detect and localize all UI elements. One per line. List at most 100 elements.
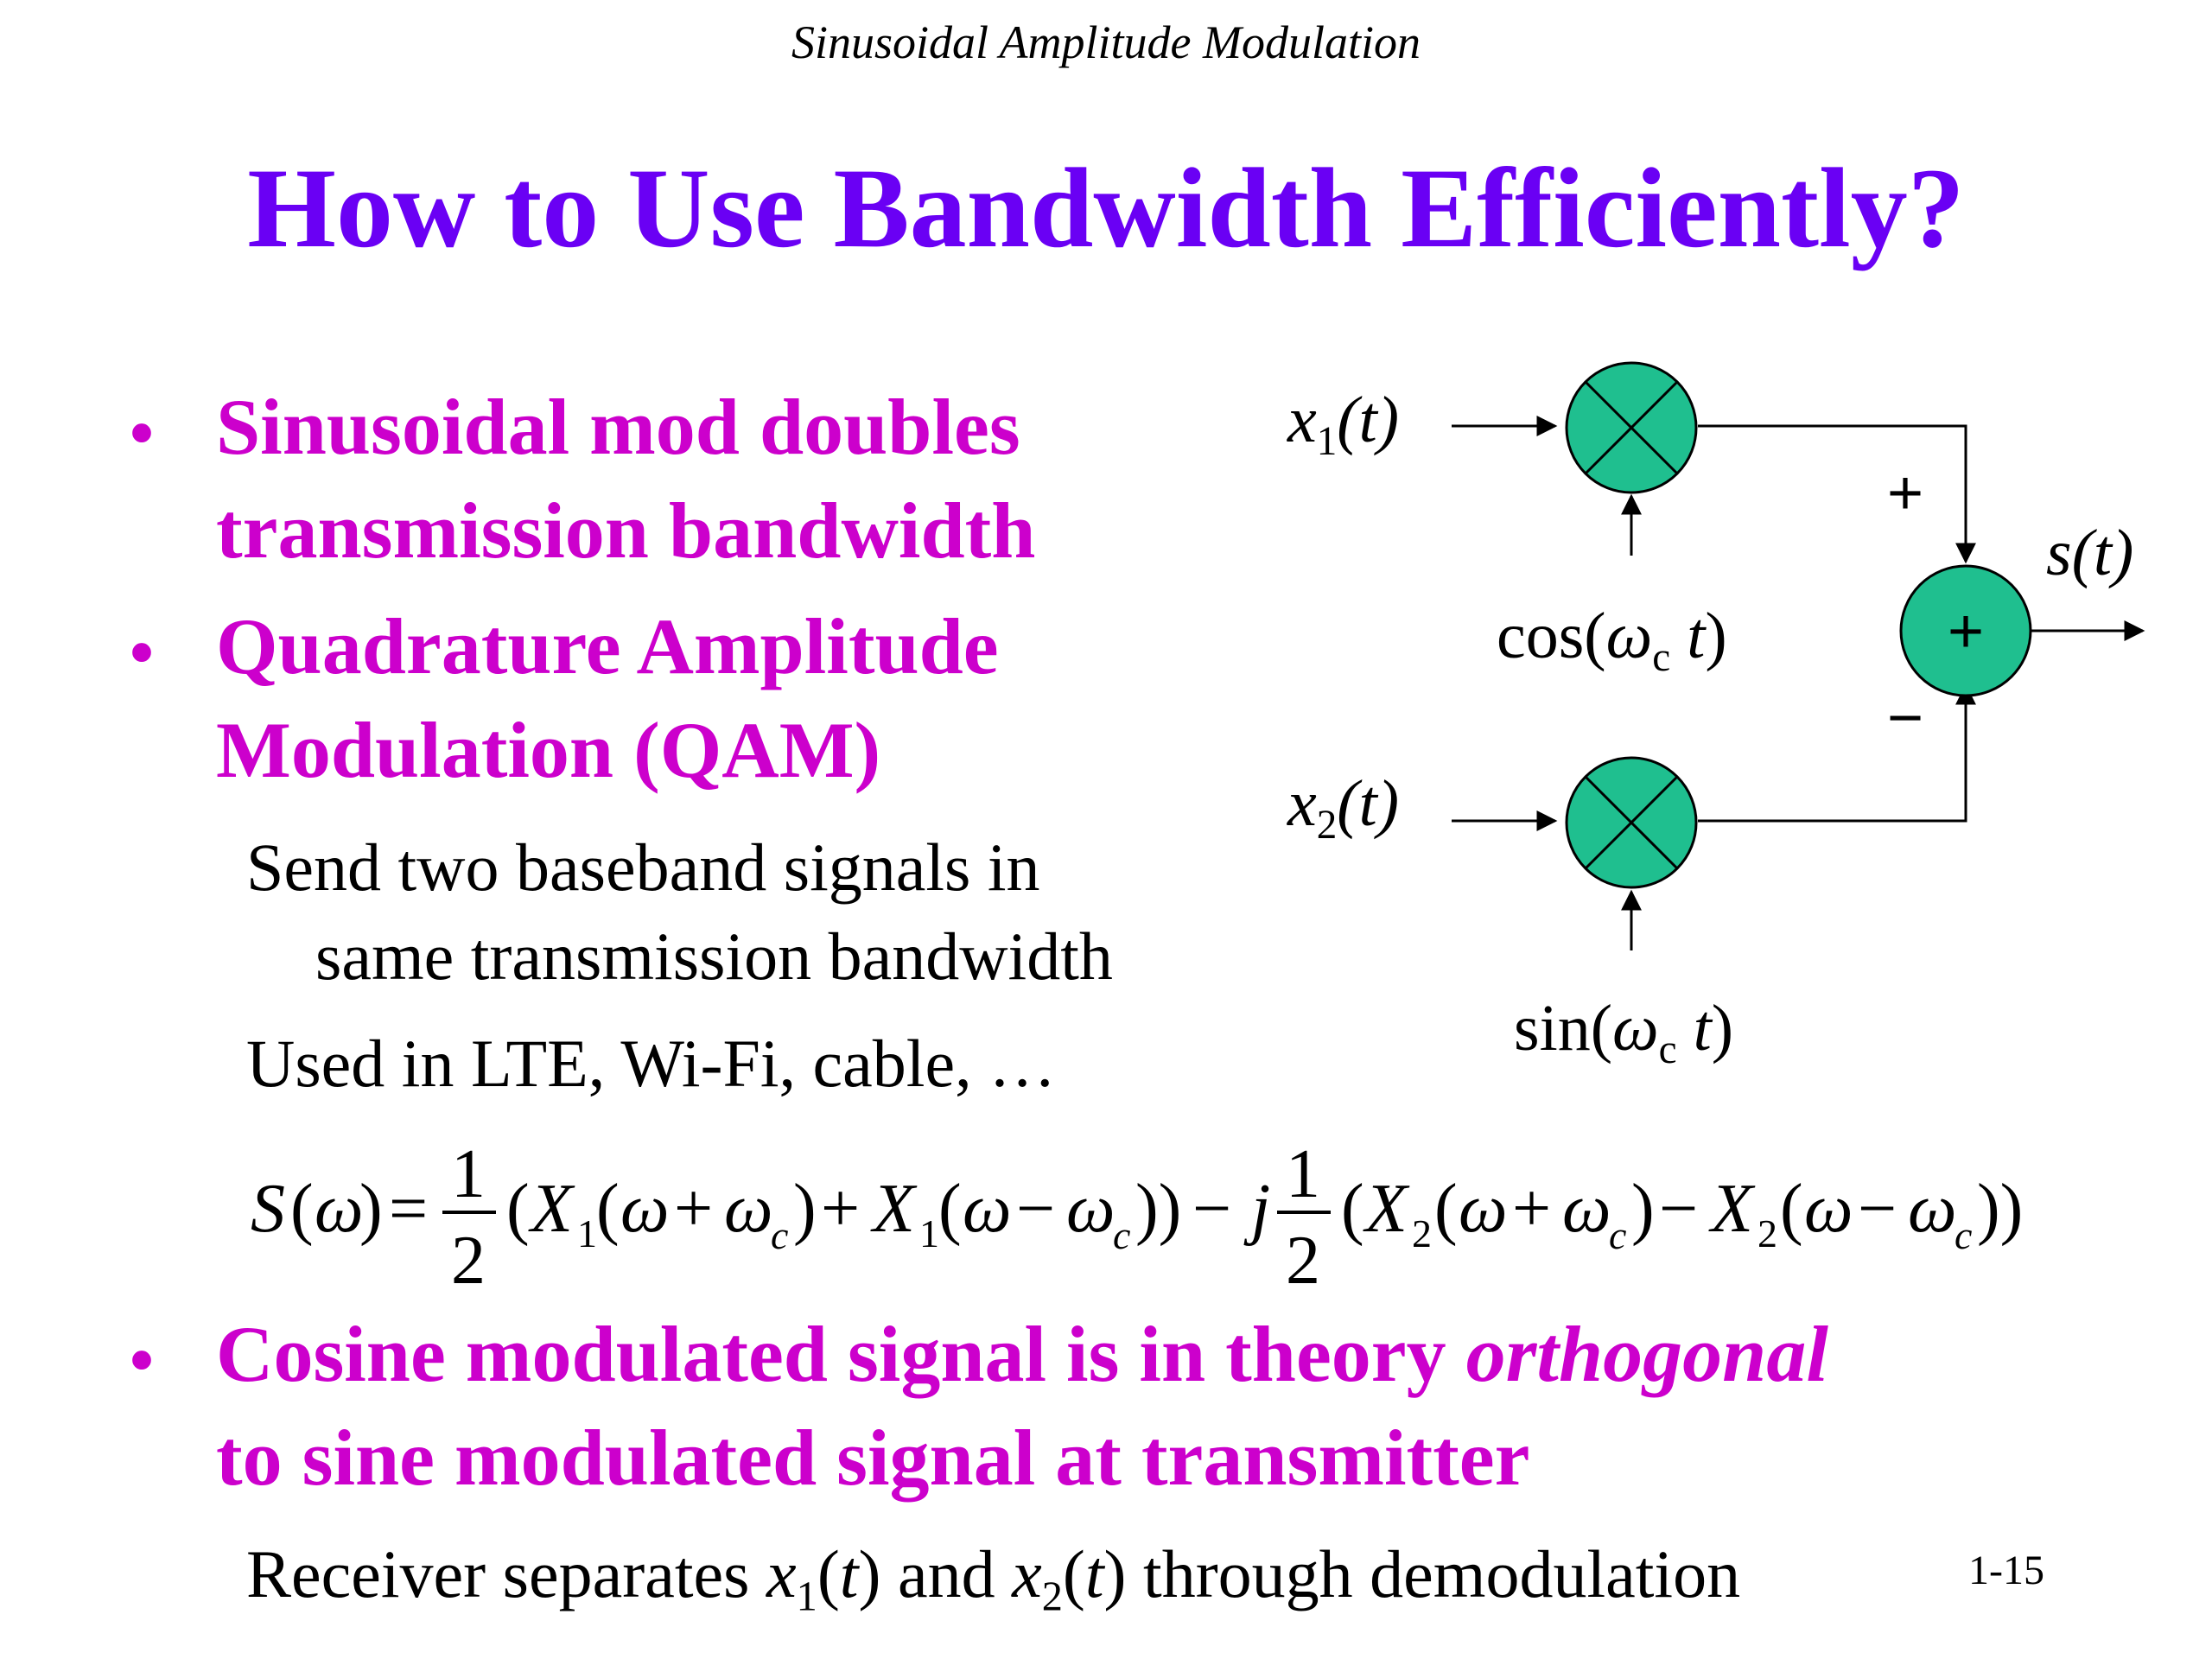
sin-close: ) — [1711, 992, 1734, 1065]
receiver-t: t — [839, 1536, 859, 1611]
bullet-marker: • — [130, 615, 155, 691]
eq-plus: + — [1512, 1171, 1551, 1247]
sin-sub: c — [1658, 1027, 1677, 1073]
eq-sub-c: c — [1955, 1213, 1972, 1257]
cos-omega: ω — [1605, 600, 1653, 672]
qam-block-diagram: + + − x1(t) x2(t) cos(ωc t) sin(ωc t) s(… — [1253, 328, 2203, 1089]
bullet-2-line-2: Modulation (QAM) — [216, 706, 881, 794]
receiver-note-prefix: Receiver separates — [246, 1536, 766, 1611]
eq-sub: 2 — [1412, 1211, 1432, 1255]
eq-paren: ( — [290, 1171, 314, 1247]
eq-sub: 1 — [577, 1211, 597, 1255]
receiver-paren: ) — [1103, 1536, 1127, 1611]
receiver-var-x2: x — [1012, 1536, 1042, 1611]
input-1-sub: 1 — [1316, 419, 1338, 465]
eq-paren: ( — [1434, 1171, 1458, 1247]
receiver-paren: ) — [858, 1536, 881, 1611]
eq-j: j — [1243, 1171, 1270, 1247]
eq-sub-c: c — [771, 1213, 788, 1257]
eq-frac-1-num: 1 — [451, 1136, 486, 1212]
page-number: 1-15 — [1968, 1548, 2044, 1593]
eq-minus: − — [1192, 1171, 1231, 1247]
bullet-1-line-2: transmission bandwidth — [216, 486, 1036, 575]
eq-minus: − — [1016, 1171, 1055, 1247]
input-1-arg: (t) — [1337, 384, 1400, 456]
eq-minus: − — [1659, 1171, 1698, 1247]
bullet-3-line-2: to sine modulated signal at transmitter — [216, 1414, 1530, 1502]
bullet-1-line-1: Sinusoidal mod doubles — [216, 383, 1020, 471]
eq-plus: + — [821, 1171, 860, 1247]
eq-paren: ) — [1631, 1171, 1655, 1247]
eq-omega: ω — [963, 1171, 1011, 1247]
input-2-label: x2(t) — [1287, 771, 1399, 846]
eq-paren: ( — [938, 1171, 962, 1247]
eq-paren: )) — [1135, 1171, 1181, 1247]
minus-sign: − — [1887, 683, 1923, 753]
mixer-bottom-icon — [1565, 756, 1698, 889]
bullet-marker: • — [130, 1323, 155, 1399]
eq-plus: + — [674, 1171, 713, 1247]
receiver-note: Receiver separates x1(t) and x2(t) throu… — [246, 1541, 1740, 1618]
sin-carrier-label: sin(ωc t) — [1514, 995, 1733, 1071]
eq-paren: ) — [793, 1171, 817, 1247]
eq-X: X — [528, 1171, 575, 1247]
eq-omega: ω — [315, 1171, 363, 1247]
mixer-top-icon — [1565, 361, 1698, 494]
cos-sub: c — [1652, 635, 1671, 681]
receiver-paren: ( — [817, 1536, 840, 1611]
receiver-var-x1: x — [766, 1536, 797, 1611]
input-1-var: x — [1287, 384, 1317, 456]
receiver-t: t — [1084, 1536, 1104, 1611]
cos-t: t — [1670, 600, 1706, 672]
eq-frac-2-den: 2 — [1286, 1223, 1320, 1299]
eq-sub-c: c — [1113, 1213, 1130, 1257]
eq-paren: ( — [1780, 1171, 1803, 1247]
eq-paren: )) — [1977, 1171, 2023, 1247]
qam-detail-1-line-2: same transmission bandwidth — [315, 918, 1113, 994]
cos-close: ) — [1705, 600, 1727, 672]
plus-sign: + — [1887, 459, 1923, 528]
eq-equals: = — [389, 1171, 428, 1247]
eq-paren: ( — [506, 1171, 530, 1247]
eq-X: X — [870, 1171, 918, 1247]
diagram-graphics: + + − — [1452, 361, 2145, 950]
output-label: s(t) — [2046, 517, 2134, 589]
eq-paren: ) — [359, 1171, 383, 1247]
cos-fn: cos( — [1497, 600, 1606, 672]
input-2-arg: (t) — [1337, 767, 1400, 840]
receiver-note-middle: and — [880, 1536, 1013, 1611]
eq-minus: − — [1858, 1171, 1897, 1247]
eq-omega: ω — [1908, 1171, 1956, 1247]
bullet-2-line-1: Quadrature Amplitude — [216, 602, 999, 690]
eq-paren: ( — [1341, 1171, 1364, 1247]
eq-omega: ω — [1562, 1171, 1611, 1247]
eq-sub: 2 — [1758, 1211, 1777, 1255]
receiver-note-suffix: through demodulation — [1126, 1536, 1741, 1611]
input-1-label: x1(t) — [1287, 384, 1400, 462]
input-2-var: x — [1287, 767, 1317, 840]
eq-omega: ω — [1066, 1171, 1115, 1247]
eq-omega: ω — [1459, 1171, 1507, 1247]
sin-fn: sin( — [1514, 992, 1612, 1065]
summer-icon: + — [1899, 564, 2032, 697]
sin-t: t — [1676, 992, 1712, 1065]
bullet-3-text: Cosine modulated signal is in theory — [216, 1310, 1466, 1398]
bullet-marker: • — [130, 396, 155, 472]
receiver-sub-1: 1 — [796, 1573, 817, 1620]
top-branch-line — [1698, 424, 1976, 564]
eq-X: X — [1363, 1171, 1410, 1247]
summer-symbol: + — [1948, 597, 1984, 666]
eq-sub: 1 — [919, 1211, 939, 1255]
eq-paren: ( — [596, 1171, 620, 1247]
slide-title: How to Use Bandwidth Efficiently? — [247, 144, 1965, 271]
eq-X: X — [1708, 1171, 1756, 1247]
eq-omega: ω — [724, 1171, 772, 1247]
receiver-sub-2: 2 — [1041, 1573, 1063, 1620]
eq-sub-c: c — [1609, 1213, 1626, 1257]
slide-header: Sinusoidal Amplitude Modulation — [791, 16, 1421, 68]
bullet-3-line-1: Cosine modulated signal is in theory ort… — [216, 1314, 1828, 1394]
eq-S: S — [251, 1171, 285, 1247]
bullet-3-emphasis: orthogonal — [1465, 1310, 1828, 1398]
bottom-branch-line — [1698, 683, 1976, 823]
input-2-sub: 2 — [1316, 803, 1338, 849]
